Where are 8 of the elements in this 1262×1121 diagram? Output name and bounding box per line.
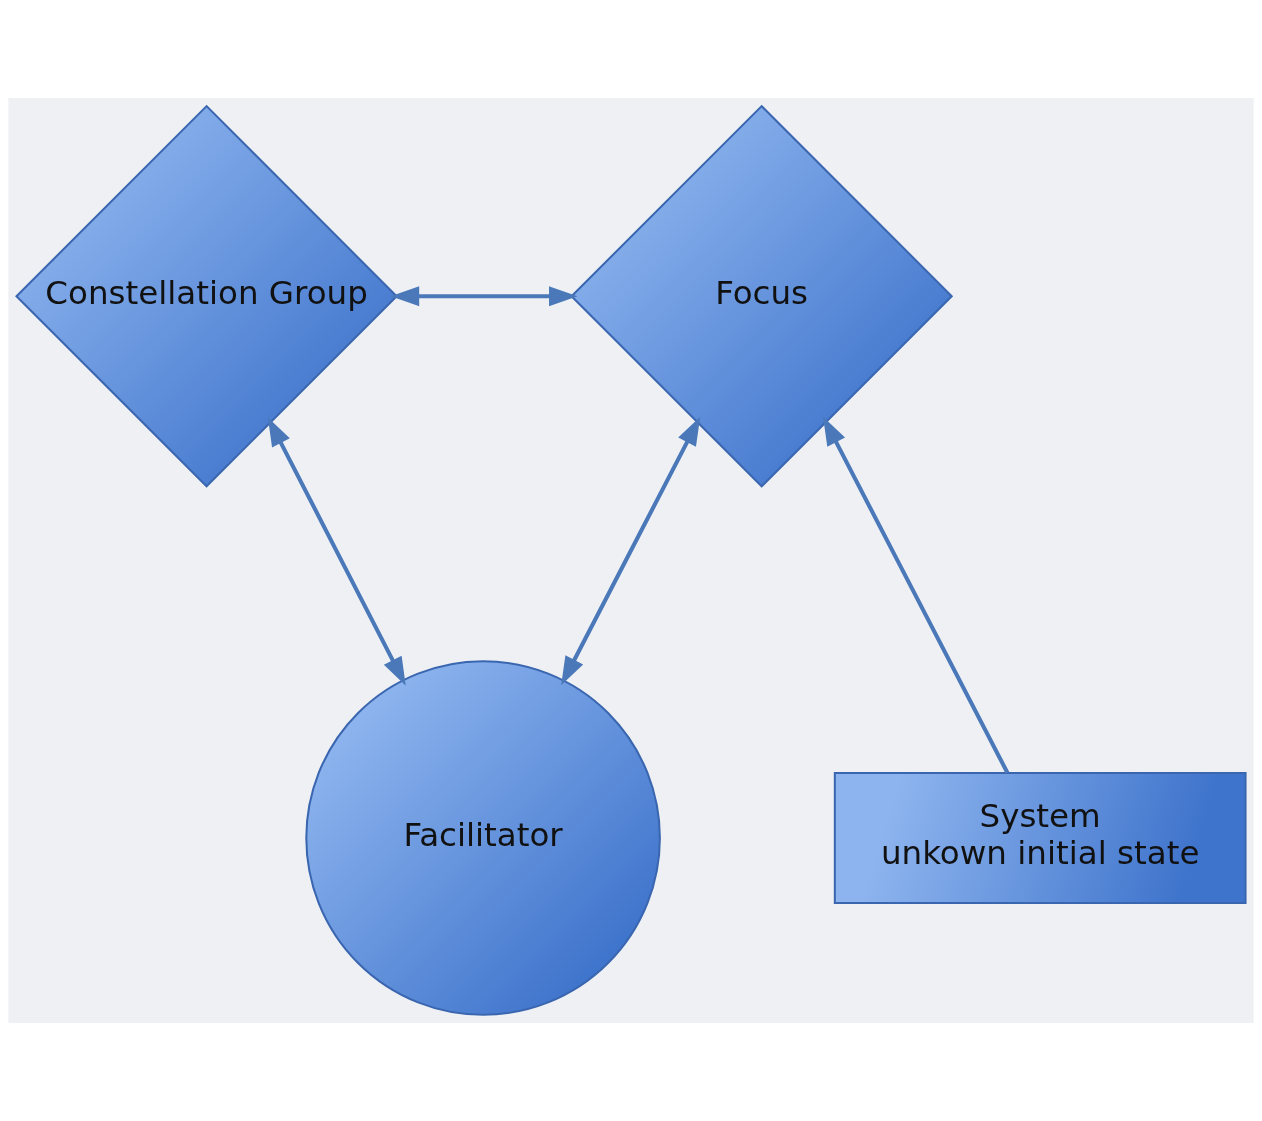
arrow xyxy=(561,416,701,686)
arrow xyxy=(390,286,578,307)
node-diamond: Focus xyxy=(570,104,954,488)
arrow xyxy=(267,417,406,686)
node-circle: Facilitator xyxy=(305,660,661,1016)
node-box: System unkown initial state xyxy=(833,771,1247,905)
node-diamond: Constellation Group xyxy=(15,104,399,488)
arrow xyxy=(823,416,1010,774)
